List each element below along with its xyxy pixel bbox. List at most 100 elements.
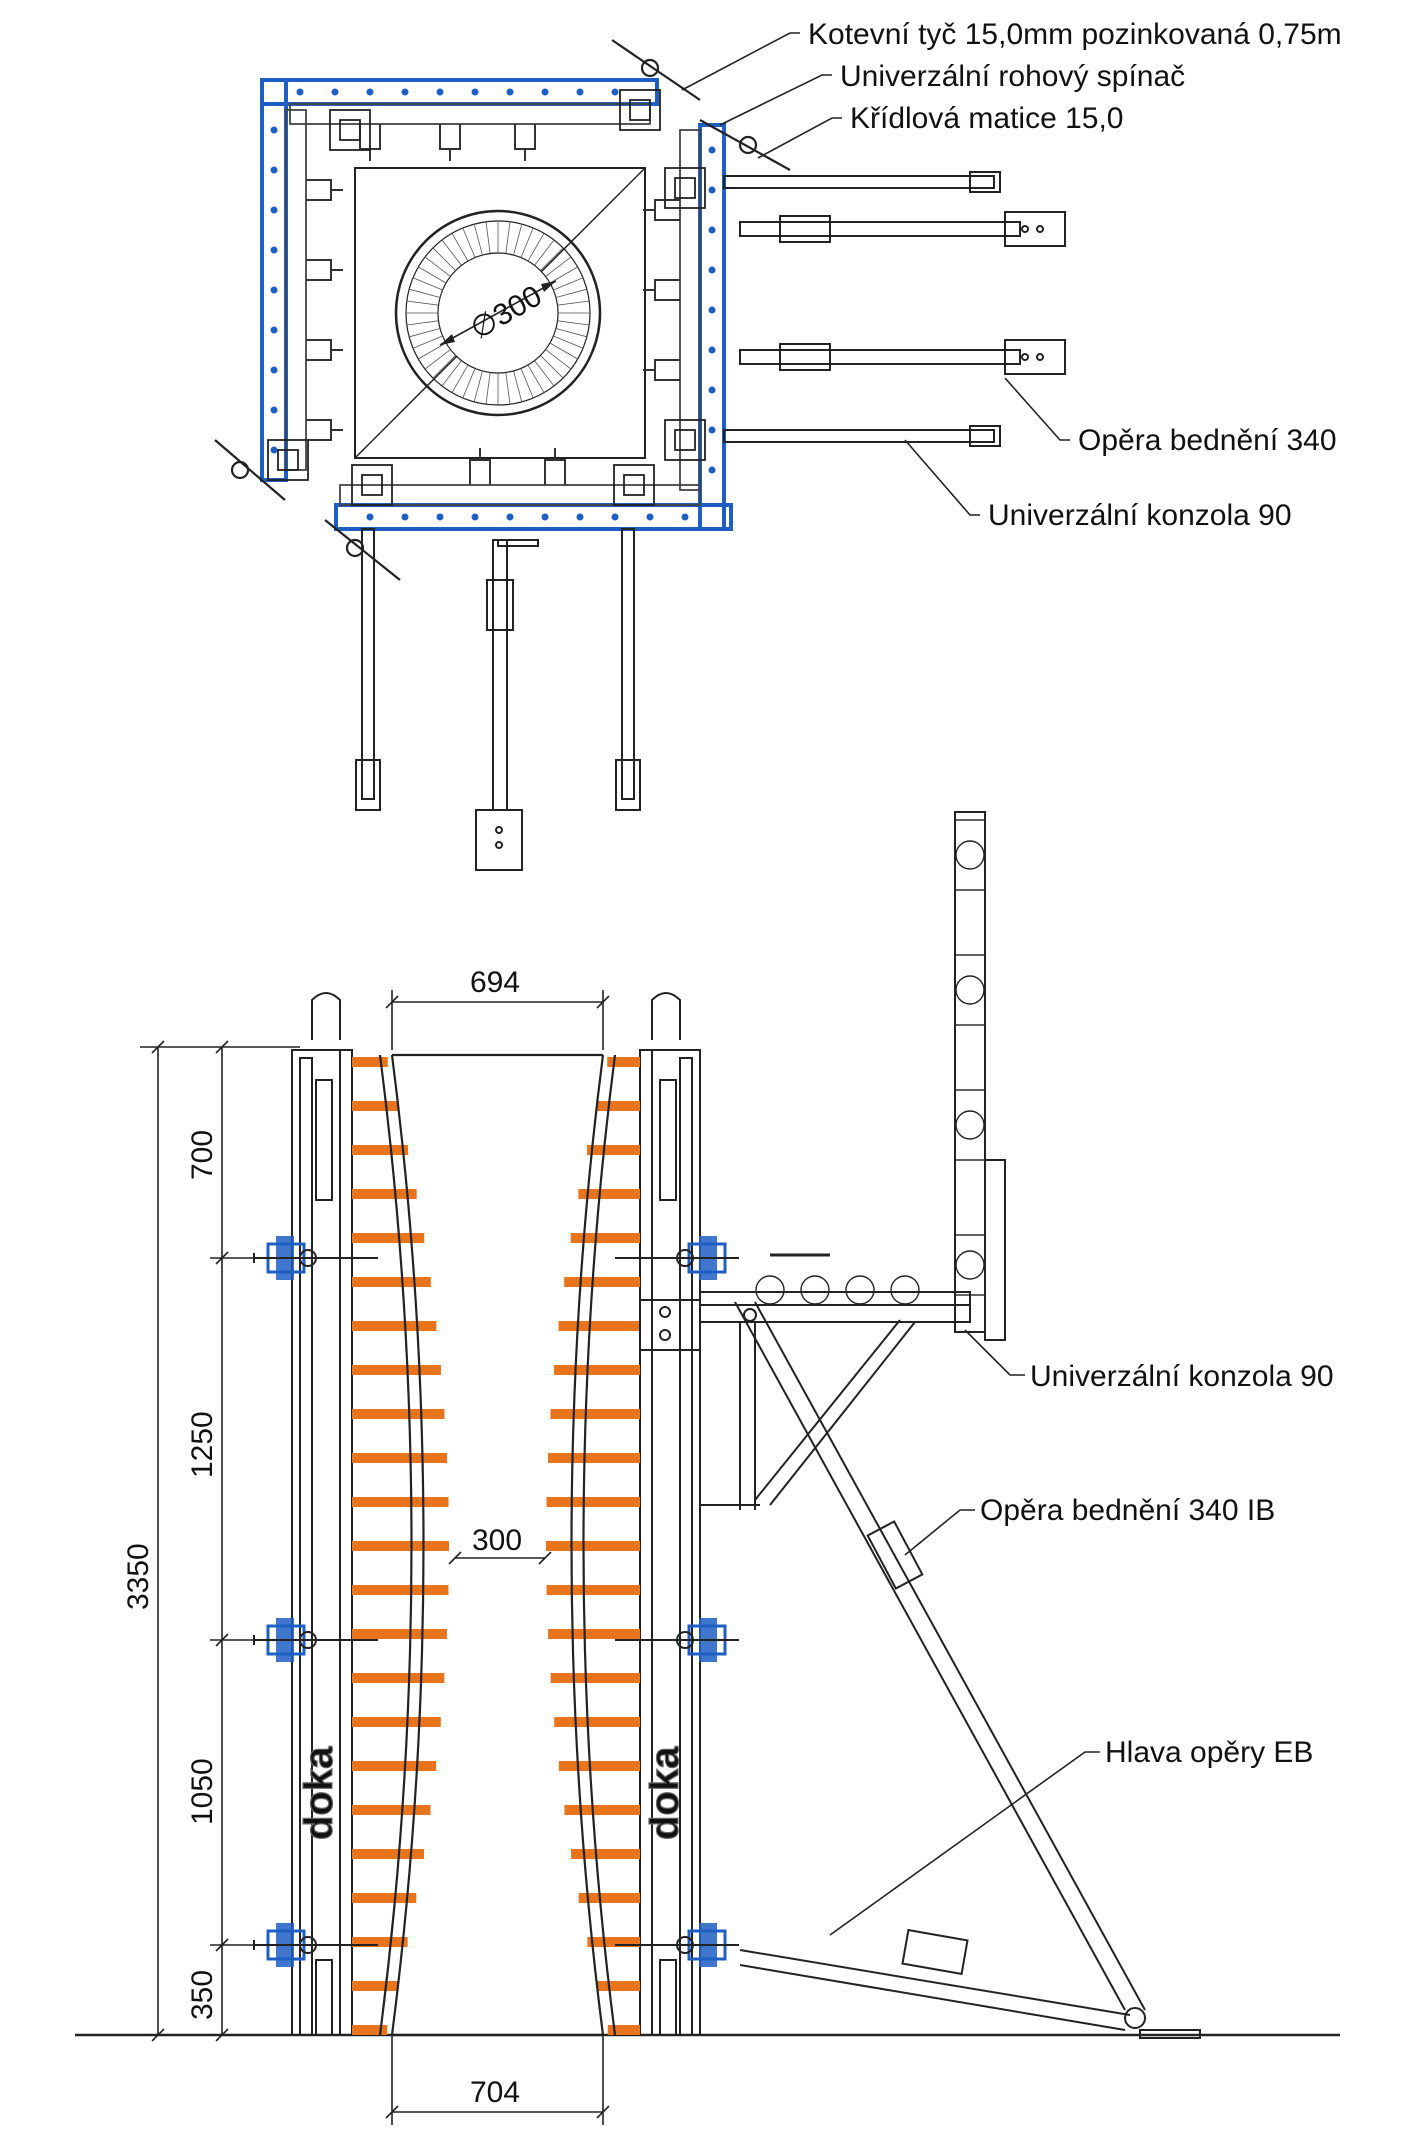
timber-board-right: [596, 1101, 640, 1111]
spoke-line: [545, 349, 572, 370]
spoke-line: [451, 233, 469, 262]
spoke-line: [513, 370, 523, 402]
timber-board-left: [352, 1893, 417, 1903]
push-pull-prop: [734, 1301, 1201, 2039]
spoke-line: [505, 221, 511, 254]
label-bracket-side: Univerzální konzola 90: [1030, 1360, 1334, 1393]
elevation-leaders: [829, 1329, 1100, 1936]
plan-hooks: [306, 124, 680, 485]
spoke-line: [534, 239, 555, 266]
spoke-line: [555, 288, 587, 298]
timber-board-left: [352, 1189, 417, 1199]
dim-seg-350: 350: [186, 1970, 219, 2020]
spoke-line: [553, 335, 584, 349]
plan-frame-holes: [270, 88, 716, 521]
timber-board-right: [546, 1541, 640, 1551]
spoke-line: [432, 247, 456, 271]
timber-board-right: [564, 1277, 640, 1287]
timber-board-right: [546, 1497, 640, 1507]
timber-board-left: [352, 1805, 431, 1815]
dim-bottom: [385, 2035, 610, 2125]
platform-bracket: [639, 811, 1006, 1510]
timber-board-right: [564, 1805, 640, 1815]
spoke-line: [418, 266, 447, 284]
dim-total-height: 3350: [122, 1543, 155, 1610]
spoke-line: [462, 227, 476, 258]
spoke-line: [527, 233, 545, 262]
timber-board-left: [352, 1937, 408, 1947]
spoke-line: [473, 370, 483, 402]
spoke-line: [555, 328, 587, 338]
timber-board-left: [352, 1541, 449, 1551]
spoke-line: [406, 320, 439, 326]
label-prop-340: Opěra bednění 340: [1078, 424, 1337, 457]
label-wing-nut: Křídlová matice 15,0: [850, 102, 1123, 135]
dim-seg-1250: 1250: [186, 1411, 219, 1478]
spoke-line: [441, 239, 462, 266]
timber-board-left: [352, 1717, 441, 1727]
timber-board-right: [550, 1409, 640, 1419]
spoke-line: [505, 372, 511, 405]
spoke-line: [553, 277, 584, 291]
timber-board-left: [352, 1321, 437, 1331]
right-panel-logo: doka: [643, 1746, 687, 1840]
spoke-line: [557, 320, 590, 326]
timber-board-right: [597, 1981, 640, 1991]
dim-bottom-width: 704: [470, 2076, 520, 2109]
label-bracket-top: Univerzální konzola 90: [988, 499, 1292, 532]
spoke-line: [412, 335, 443, 349]
platform-boards: [755, 819, 986, 1305]
timber-board-left: [352, 1629, 447, 1639]
spoke-line: [549, 342, 578, 360]
right-panel: [639, 992, 701, 2036]
label-prop-340-ib: Opěra bednění 340 IB: [980, 1494, 1275, 1527]
timber-board-right: [587, 1937, 640, 1947]
plan-corner-clamps: [267, 89, 706, 506]
spoke-line: [424, 256, 451, 277]
spoke-line: [540, 247, 564, 271]
plan-leaders: [681, 32, 1070, 516]
dim-vertical: [140, 1040, 300, 2042]
timber-board-left: [352, 1453, 448, 1463]
dim-top: [385, 990, 610, 1050]
timber-board-left: [352, 1145, 409, 1155]
dim-seg-700: 700: [186, 1130, 219, 1180]
timber-board-left: [352, 1409, 445, 1419]
spoke-line: [520, 227, 534, 258]
timber-board-right: [547, 1453, 640, 1463]
timber-board-right: [571, 1849, 640, 1859]
spoke-line: [418, 342, 447, 360]
spoke-line: [409, 288, 441, 298]
timber-board-left: [352, 1233, 425, 1243]
timber-board-right: [607, 1057, 640, 1067]
dim-top-width: 694: [470, 966, 520, 999]
spoke-line: [451, 364, 469, 393]
spoke-line: [412, 277, 443, 291]
orange-timbers: [352, 1057, 640, 2035]
spoke-line: [432, 355, 456, 379]
label-prop-head: Hlava opěry EB: [1105, 1736, 1313, 1769]
tie-clamps: [252, 1234, 741, 1969]
spoke-line: [534, 360, 555, 387]
timber-board-right: [586, 1145, 640, 1155]
spoke-line: [520, 368, 534, 399]
column-curve: [378, 1053, 617, 2037]
timber-board-right: [607, 2025, 640, 2035]
label-corner-clamp: Univerzální rohový spínač: [840, 60, 1185, 93]
spoke-line: [557, 300, 590, 306]
spoke-line: [485, 372, 491, 405]
spoke-line: [549, 266, 578, 284]
spoke-line: [424, 349, 451, 370]
timber-board-left: [352, 1497, 449, 1507]
dim-waist: [448, 1551, 552, 1565]
timber-board-left: [352, 1981, 398, 1991]
elevation-view: doka doka 694: [75, 811, 1340, 2125]
label-anchor-rod: Kotevní tyč 15,0mm pozinkovaná 0,75m: [808, 18, 1342, 51]
spoke-line: [409, 328, 441, 338]
spoke-line: [485, 221, 491, 254]
left-panel: [291, 992, 353, 2036]
timber-board-right: [546, 1585, 640, 1595]
plan-right-props: [723, 171, 1066, 447]
plan-view: ∅300: [214, 18, 1342, 871]
spoke-line: [441, 360, 462, 387]
